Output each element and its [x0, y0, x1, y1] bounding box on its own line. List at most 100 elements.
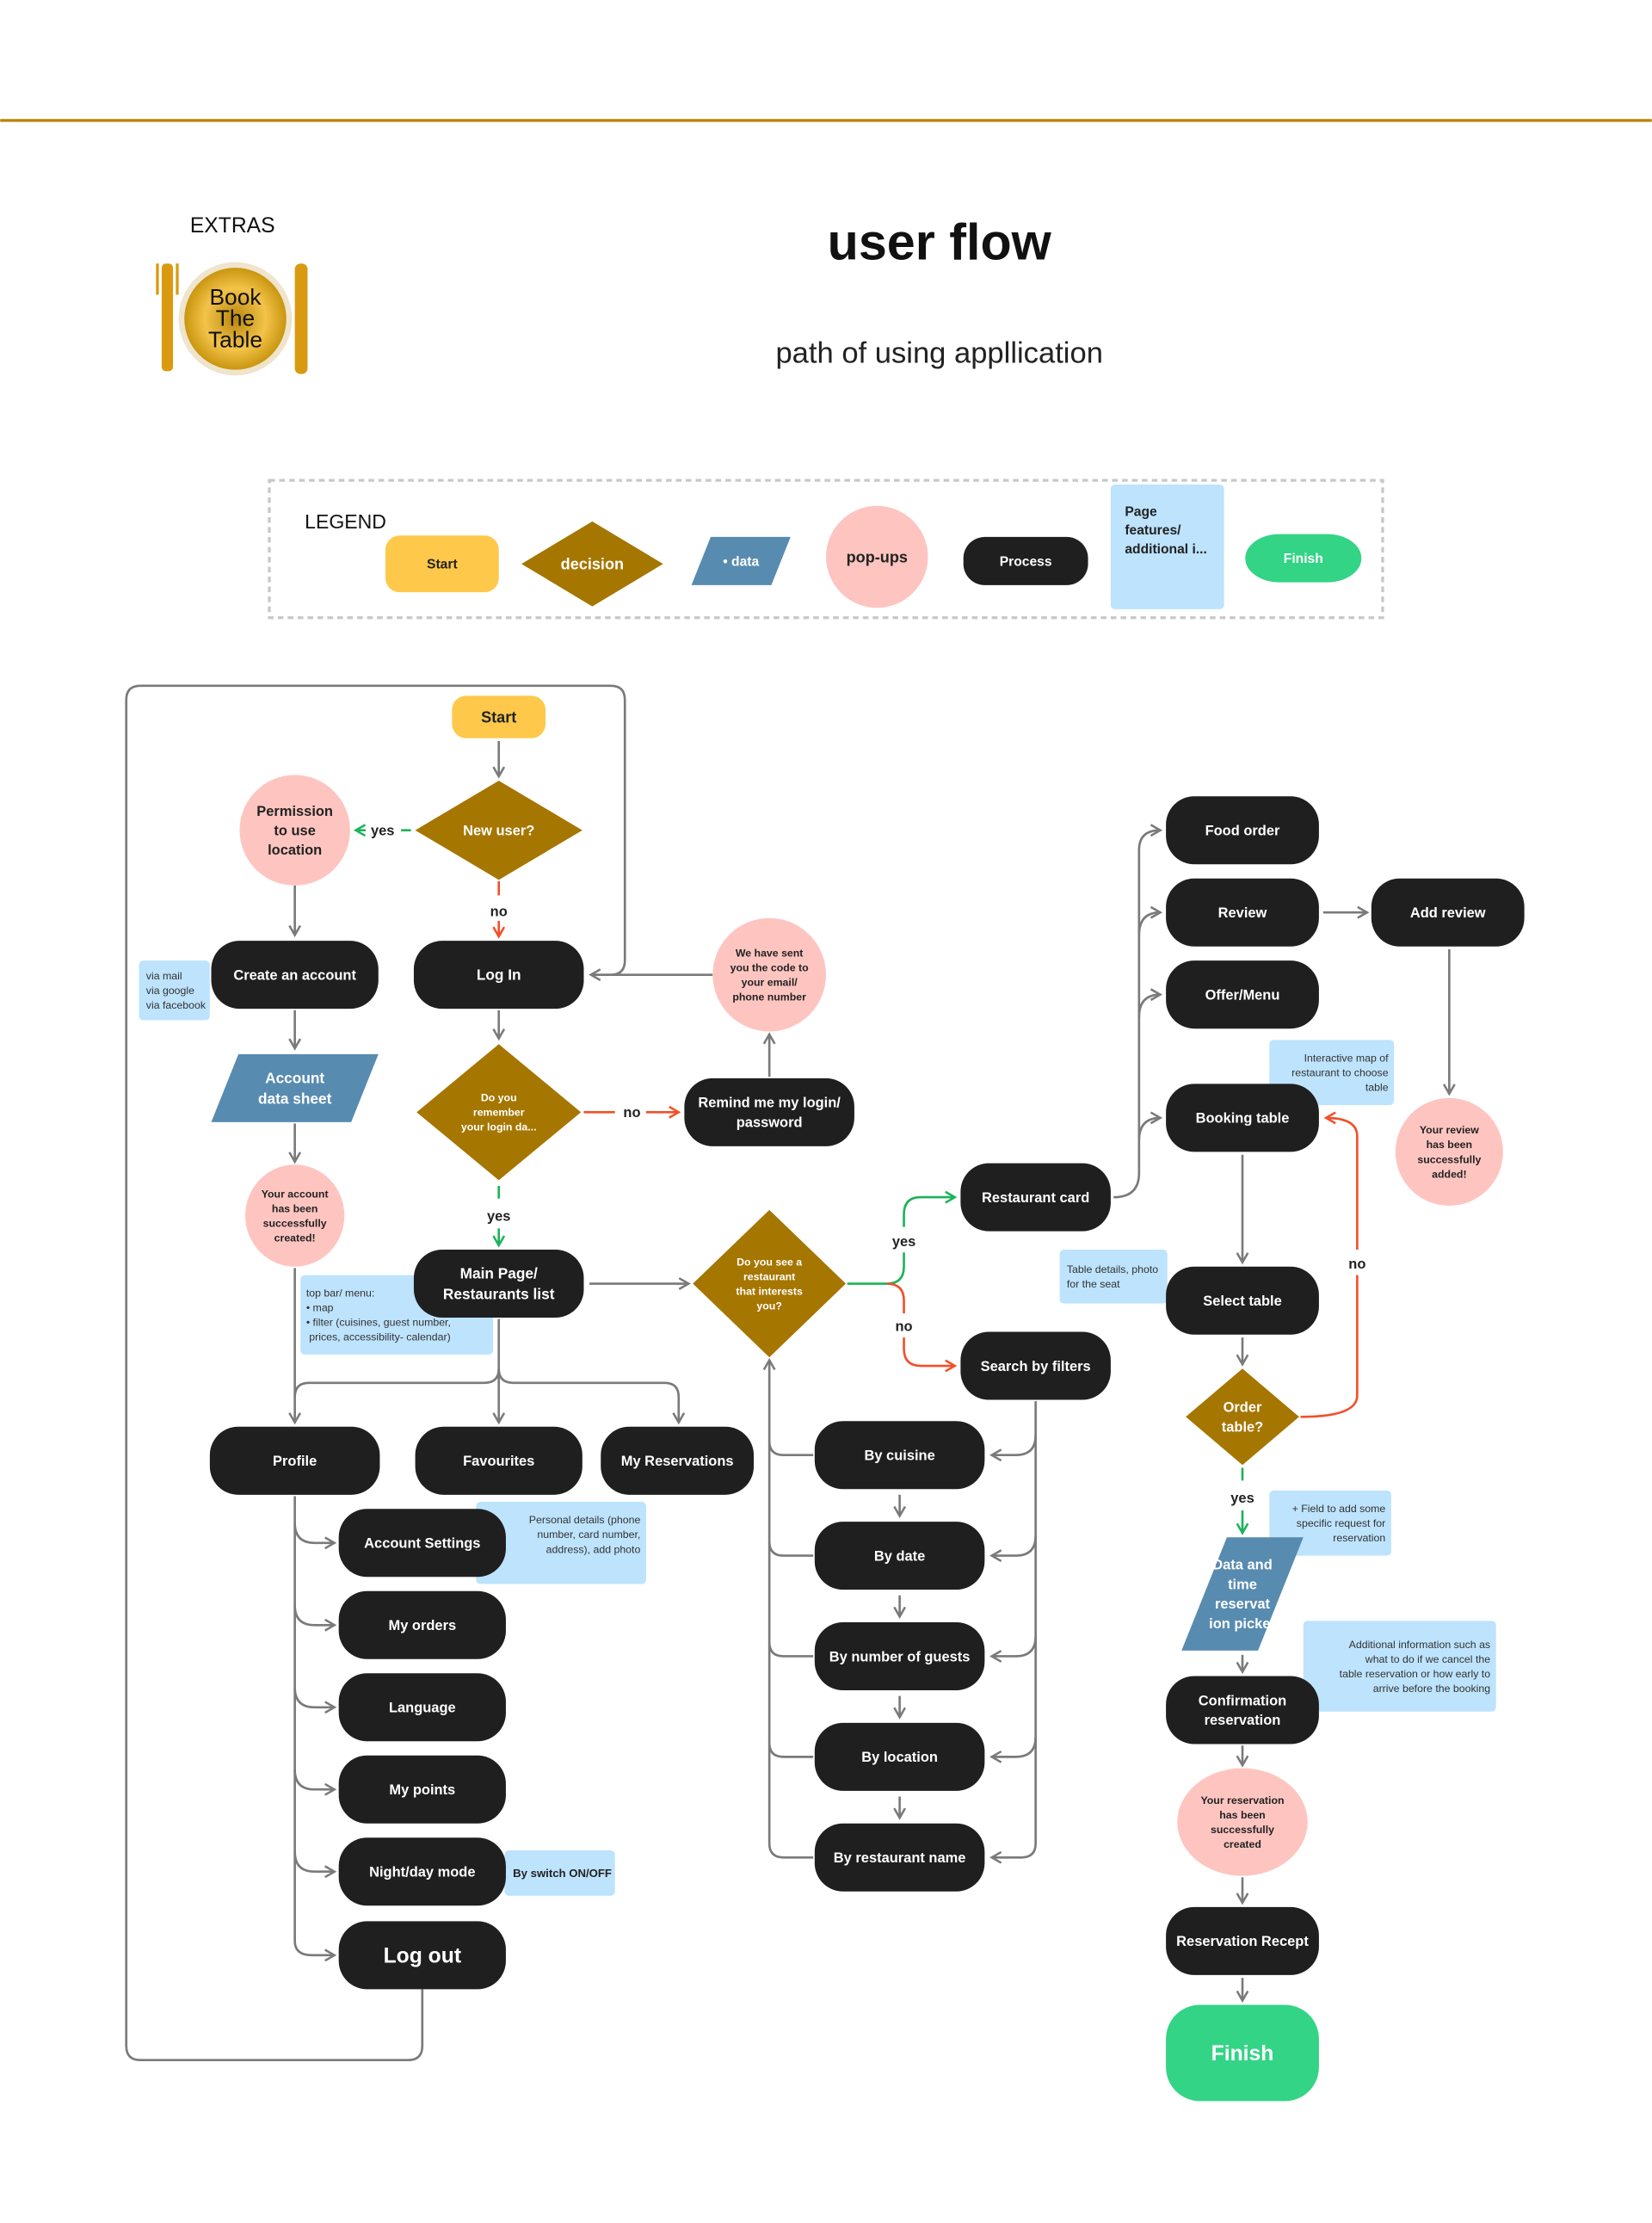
node-review[interactable]: Review — [1166, 878, 1319, 947]
node-new-user[interactable]: New user? — [415, 781, 583, 880]
node-food-order[interactable]: Food order — [1166, 796, 1319, 865]
node-logout[interactable]: Log out — [338, 1921, 506, 1990]
node-offer-menu[interactable]: Offer/Menu — [1166, 960, 1319, 1029]
label-line: your login da... — [461, 1121, 537, 1133]
label-line: Add review — [1410, 905, 1486, 921]
label-line: My orders — [388, 1618, 456, 1633]
edge-label-yes: yes — [371, 823, 394, 838]
label-line: Your account — [262, 1188, 329, 1200]
node-label: Booking table — [1196, 1111, 1290, 1127]
node-label: Process — [1000, 554, 1052, 569]
node-account-settings[interactable]: Account Settings — [338, 1509, 506, 1578]
node-restaurant-card[interactable]: Restaurant card — [960, 1163, 1111, 1232]
label-line: via google — [146, 985, 194, 997]
node-night-day[interactable]: Night/day mode — [338, 1837, 506, 1906]
node-by-location[interactable]: By location — [814, 1722, 985, 1791]
node-finish[interactable]: Finish — [1166, 2004, 1319, 2102]
node-label: Language — [389, 1701, 456, 1716]
node-create-account[interactable]: Create an account — [211, 941, 379, 1010]
label-line: password — [737, 1115, 803, 1130]
node-by-guests[interactable]: By number of guests — [814, 1621, 985, 1691]
label-line: Start — [427, 558, 458, 572]
node-start[interactable]: Start — [452, 695, 546, 738]
label-line: via mail — [146, 970, 182, 982]
connector-arrow — [847, 1252, 905, 1285]
node-label: • data — [723, 554, 759, 569]
label-line: has been — [272, 1202, 317, 1214]
node-label: By location — [861, 1750, 938, 1765]
node-by-cuisine[interactable]: By cuisine — [814, 1421, 985, 1490]
node-booking[interactable]: Booking table — [1166, 1084, 1319, 1152]
node-search-filters[interactable]: Search by filters — [960, 1331, 1111, 1400]
label-line: By restaurant name — [834, 1850, 966, 1866]
node-select-table[interactable]: Select table — [1166, 1266, 1319, 1335]
node-my-reservations[interactable]: My Reservations — [601, 1426, 755, 1495]
edge-label-no: no — [1348, 1257, 1365, 1272]
label-line: decision — [561, 556, 624, 573]
legend-item-data: • data — [691, 536, 791, 585]
connector-arrow — [767, 1742, 814, 1758]
node-label: By number of guests — [829, 1649, 971, 1664]
page-title: user flow — [828, 213, 1052, 270]
node-login[interactable]: Log In — [413, 941, 584, 1010]
connector-arrow — [767, 1541, 814, 1557]
label-line: Order — [1224, 1400, 1262, 1416]
label-line: Food order — [1205, 823, 1280, 838]
node-label: Food order — [1205, 823, 1280, 838]
label-line: that interests — [736, 1285, 803, 1297]
label-line: Restaurants list — [443, 1285, 555, 1302]
node-favourites[interactable]: Favourites — [415, 1426, 583, 1495]
node-receipt[interactable]: Reservation Recept — [1166, 1906, 1319, 1975]
node-by-name[interactable]: By restaurant name — [814, 1823, 985, 1892]
label-line: Restaurant card — [982, 1190, 1089, 1206]
label-line: Permission — [256, 804, 333, 819]
label-line: Log In — [477, 966, 521, 984]
node-by-date[interactable]: By date — [814, 1522, 985, 1590]
node-my-orders[interactable]: My orders — [338, 1590, 506, 1659]
legend-item-finish: Finish — [1245, 534, 1362, 583]
node-my-points[interactable]: My points — [338, 1755, 506, 1824]
node-profile[interactable]: Profile — [209, 1426, 380, 1495]
node-language[interactable]: Language — [338, 1673, 506, 1742]
label-line: Favourites — [463, 1454, 534, 1469]
label-line: what to do if we cancel the — [1365, 1653, 1490, 1665]
label-line: Your reservation — [1200, 1794, 1284, 1806]
edge-label-no: no — [623, 1105, 640, 1121]
node-main-page[interactable]: Main Page/Restaurants list — [413, 1250, 584, 1318]
label-line: Night/day mode — [369, 1864, 475, 1880]
label-line: data sheet — [258, 1090, 332, 1107]
label-line: reservat — [1215, 1596, 1271, 1612]
label-line: added! — [1432, 1168, 1466, 1180]
legend-item-popup: pop-ups — [826, 505, 928, 608]
node-label: pop-ups — [847, 548, 908, 565]
label-line: By date — [874, 1548, 925, 1564]
connector-arrow — [1137, 905, 1163, 936]
label-line: table — [1365, 1082, 1389, 1094]
label-line: Log out — [384, 1944, 461, 1967]
label-line: Select table — [1203, 1294, 1281, 1309]
node-label: Restaurant card — [982, 1190, 1089, 1206]
node-label: Finish — [1284, 552, 1323, 566]
node-remind[interactable]: Remind me my login/password — [684, 1078, 854, 1146]
node-add-review[interactable]: Add review — [1371, 878, 1525, 947]
label-line: table reservation or how early to — [1340, 1668, 1491, 1680]
node-label: Log out — [384, 1944, 461, 1967]
connector-arrow — [886, 1282, 905, 1314]
